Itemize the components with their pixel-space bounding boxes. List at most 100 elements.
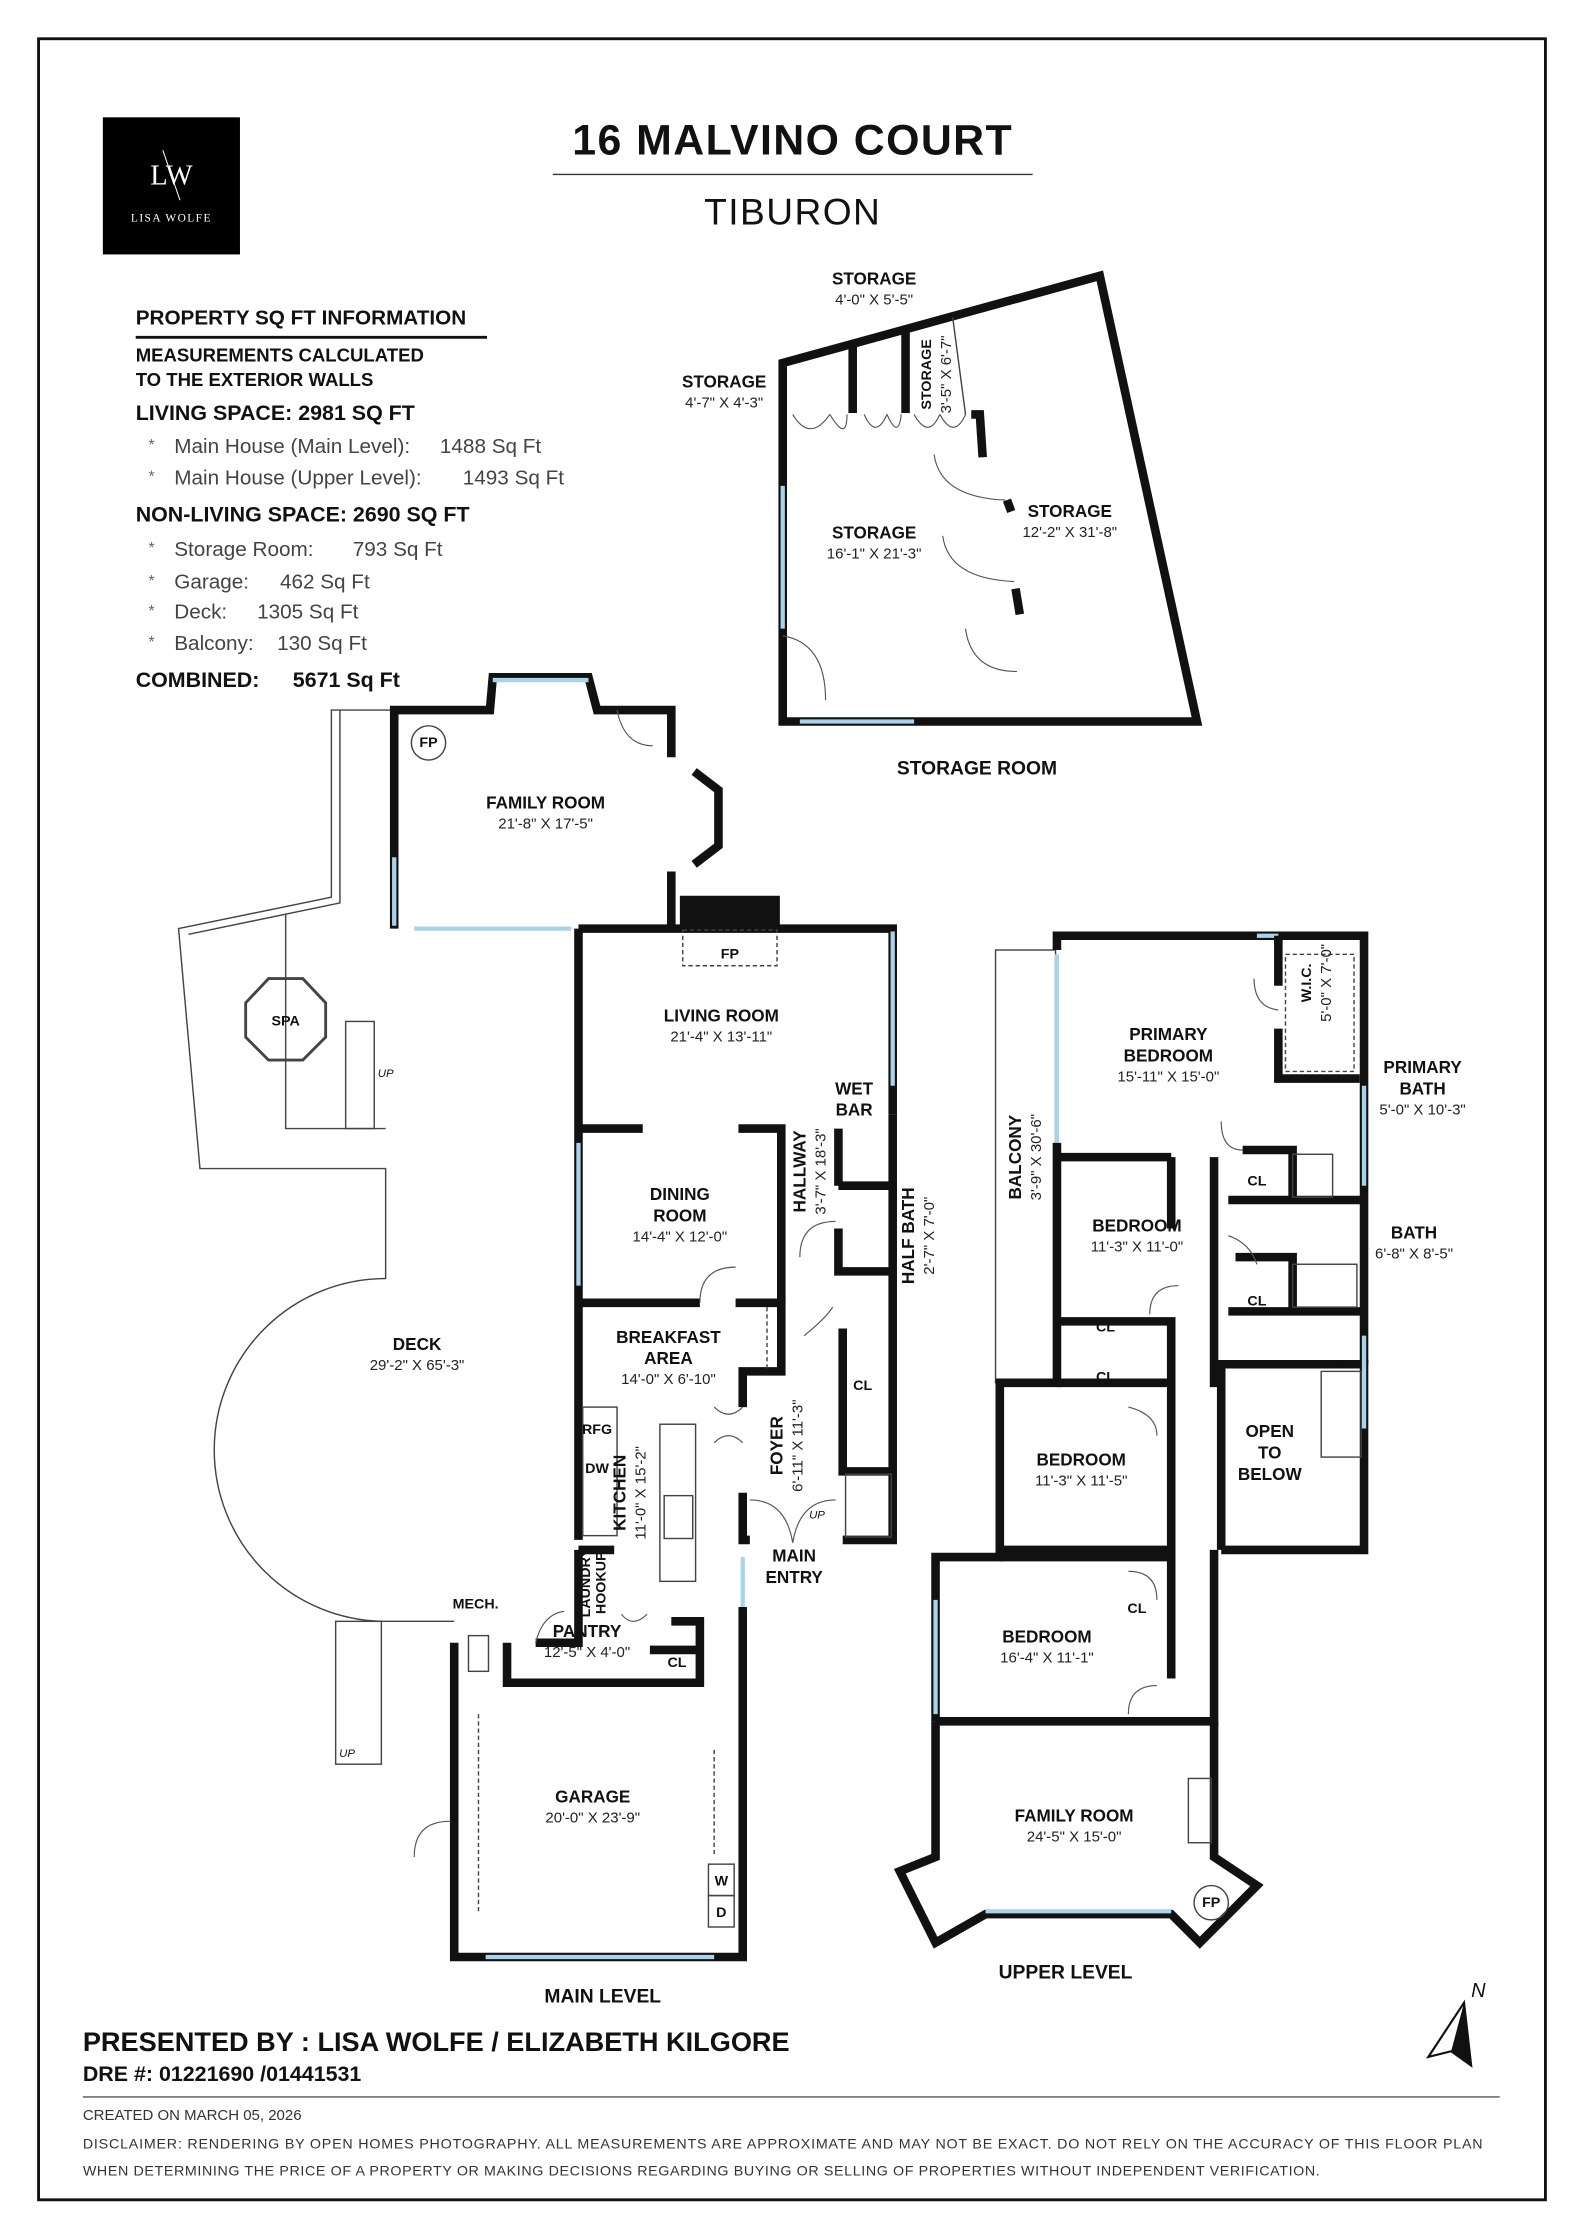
bullet: * [149,540,155,557]
north-arrow-icon: N [1425,1980,1486,2068]
combined-label: COMBINED: [136,668,260,692]
main-level-plan [389,672,897,1962]
room-name: LAUNDRY [578,1548,594,1618]
combined-value: 5671 Sq Ft [293,668,400,692]
room-dimensions: 11'-3" X 11'-0" [1091,1238,1183,1255]
refrigerator-label: RFG [582,1422,612,1438]
nonliving-item-label: Balcony: [174,632,253,655]
dryer-label: D [716,1905,726,1921]
main-level-label: MAIN LEVEL [544,1987,661,2008]
room-name: GARAGE [555,1787,630,1807]
room-label: MECH. [453,1596,499,1612]
room-dimensions: 24'-5" X 15'-0" [1027,1828,1122,1845]
room-name: ROOM [653,1205,706,1225]
washer-label: W [715,1874,729,1890]
room-name: STORAGE [919,339,935,409]
room-name: STORAGE [682,371,766,391]
room-name: PRIMARY [1129,1024,1208,1044]
room-dimensions: 15'-11" X 15'-0" [1117,1068,1219,1085]
deck-stairs [334,1020,383,1765]
room-dimensions: 16'-1" X 21'-3" [827,546,922,563]
room-dimensions: 5'-0" X 10'-3" [1379,1101,1465,1118]
room-label: FAMILY ROOM 21'-8" X 17'-5" [486,793,605,833]
room-dimensions: 16'-4" X 11'-1" [1000,1650,1094,1667]
room-dimensions: 4'-0" X 5'-5" [835,291,913,308]
fireplace-label: FP [721,947,740,963]
room-dimensions: 14'-0" X 6'-10" [621,1371,716,1388]
room-name: BALCONY [1005,1114,1025,1199]
nonliving-item-label: Deck: [174,601,227,624]
room-name: W.I.C. [1299,963,1315,1002]
room-dimensions: 5'-0" X 7'-0" [1318,944,1335,1022]
room-name: BEDROOM [1092,1215,1181,1235]
room-name: KITCHEN [610,1455,630,1531]
presented-by: PRESENTED BY : LISA WOLFE / ELIZABETH KI… [83,2026,790,2057]
bullet: * [149,573,155,590]
closet-label: CL [1096,1319,1115,1335]
room-name: STORAGE [832,523,916,543]
living-heading: LIVING SPACE: 2981 SQ FT [136,401,415,425]
north-label: N [1471,1980,1486,2002]
closet-label: CL [1096,1369,1115,1385]
sqft-note-1: MEASUREMENTS CALCULATED [136,345,424,366]
fireplace-label: FP [419,735,438,751]
room-dimensions: 12'-5" X 4'-0" [544,1644,630,1661]
room-dimensions: 21'-8" X 17'-5" [498,816,593,833]
bullet: * [149,634,155,651]
room-name: OPEN [1245,1421,1294,1441]
room-dimensions: 6'-11" X 11'-3" [790,1399,807,1491]
nonliving-item-value: 793 Sq Ft [353,538,443,561]
room-name: DECK [393,1334,442,1354]
logo: LW LISA WOLFE [102,117,240,255]
living-item-label: Main House (Upper Level): [174,466,421,489]
room-name: HALLWAY [790,1130,810,1213]
page-title: 16 MALVINO COURT [572,116,1013,164]
room-name: BEDROOM [1124,1045,1213,1065]
fireplace-label: FP [1202,1895,1221,1911]
storage-room-plan [778,270,1203,726]
room-name: STORAGE [1028,501,1112,521]
room-dimensions: 2'-7" X 7'-0" [921,1197,938,1275]
sqft-info-panel: PROPERTY SQ FT INFORMATION MEASUREMENTS … [136,306,565,692]
room-name: ENTRY [765,1567,823,1587]
room-label: BEDROOM 11'-3" X 11'-0" [1091,1215,1183,1255]
room-dimensions: 3'-9" X 30'-6" [1028,1114,1045,1200]
dishwasher-label: DW [585,1461,609,1477]
room-dimensions: 3'-7" X 18'-3" [813,1128,830,1214]
living-item-value: 1493 Sq Ft [463,466,565,489]
nonliving-item-value: 462 Sq Ft [280,571,370,594]
room-dimensions: 29'-2" X 65'-3" [370,1357,465,1374]
up-label: UP [339,1748,355,1760]
bullet: * [149,437,155,454]
room-name: PANTRY [553,1621,622,1641]
room-label: PANTRY 12'-5" X 4'-0" [544,1621,630,1661]
living-item-label: Main House (Main Level): [174,435,410,458]
room-dimensions: 12'-2" X 31'-8" [1022,524,1117,541]
upper-level-plan [893,931,1369,1949]
nonliving-item-label: Storage Room: [174,538,313,561]
room-label: STORAGE 16'-1" X 21'-3" [827,523,922,563]
room-name: BREAKFAST [616,1327,721,1347]
bullet: * [149,603,155,620]
disclaimer-line-2: WHEN DETERMINING THE PRICE OF A PROPERTY… [83,2164,1320,2180]
room-name: FAMILY ROOM [486,793,605,813]
room-dimensions: 21'-4" X 13'-11" [670,1028,772,1045]
fireplace-icon [410,725,447,761]
room-name: BATH [1391,1223,1437,1243]
closet-label: CL [1247,1294,1266,1310]
